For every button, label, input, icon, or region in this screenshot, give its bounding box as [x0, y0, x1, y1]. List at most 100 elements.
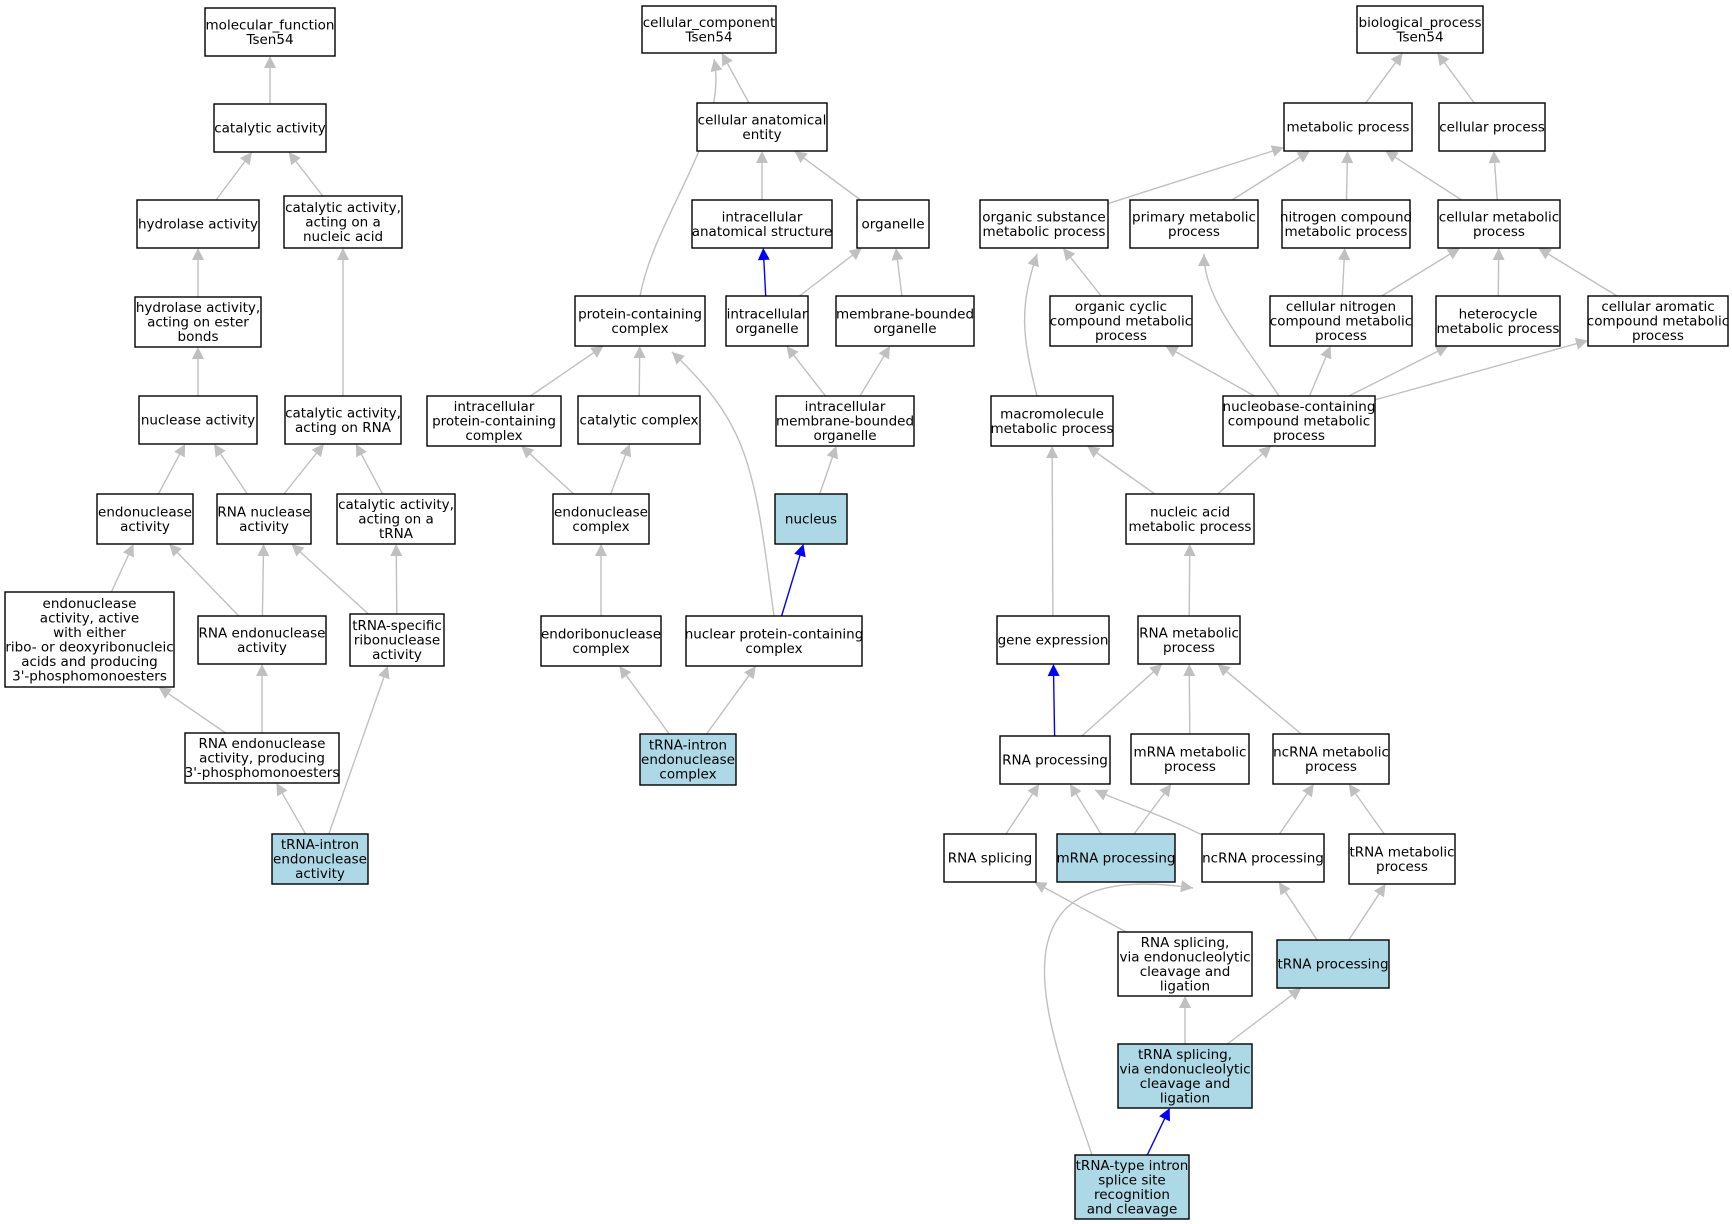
node-label: metabolic process: [1437, 321, 1560, 337]
edge-line: [1381, 253, 1451, 297]
node-label: molecular_function: [206, 17, 335, 33]
edge-line: [157, 453, 181, 495]
edge-arrowhead: [794, 544, 806, 558]
edge-line: [609, 454, 627, 495]
node-box: [990, 395, 1114, 447]
node-box: [577, 395, 701, 445]
node-label: acting on ester: [147, 315, 249, 331]
edge-line: [1394, 156, 1463, 201]
node-box: [641, 5, 777, 54]
edge-arrowhead: [1258, 446, 1272, 459]
edge-line: [1354, 792, 1385, 835]
node-box: [336, 493, 456, 545]
node-label: activity: [120, 519, 170, 535]
node-box: [943, 833, 1037, 883]
node-label: tRNA metabolic: [1349, 844, 1454, 860]
node-label: ncRNA metabolic: [1273, 744, 1389, 760]
edge-arrowhead: [1270, 145, 1284, 157]
node-box: [775, 395, 915, 447]
edge-arrowhead: [1087, 446, 1101, 458]
edge-arrowhead: [1063, 248, 1076, 262]
edge-line: [261, 554, 265, 617]
node-label: Tsen54: [245, 32, 293, 48]
edge-arrowhead: [1434, 346, 1449, 357]
edge-line: [625, 674, 670, 735]
node-label: primary metabolic: [1132, 209, 1256, 225]
node-label: catalytic activity,: [285, 405, 401, 421]
node-label: tRNA-specific: [352, 618, 442, 634]
node-box: [691, 199, 833, 249]
edge-line: [763, 258, 767, 297]
node-box: [1130, 733, 1250, 785]
edge-arrowhead: [1488, 151, 1501, 164]
node-label: ligation: [1160, 978, 1210, 994]
edge-arrowhead: [1198, 254, 1210, 266]
node-label: cellular process: [1439, 120, 1545, 136]
node-label: activity, active: [40, 610, 139, 626]
go-term-node: hydrolase activity: [136, 199, 260, 249]
node-label: catalytic activity,: [338, 497, 454, 513]
node-box: [639, 733, 737, 786]
edge-line: [1374, 342, 1578, 401]
node-box: [1117, 1043, 1253, 1109]
node-box: [835, 295, 975, 347]
node-label: membrane-bounded: [836, 306, 974, 322]
go-term-node: cellular process: [1438, 102, 1546, 152]
node-box: [725, 295, 809, 347]
node-label: protein-containing: [578, 306, 702, 322]
node-label: tRNA splicing,: [1138, 1047, 1232, 1063]
node-label: 3'-phosphomonoesters: [185, 765, 340, 781]
edge-line: [1443, 61, 1475, 104]
edge-line: [1052, 674, 1056, 737]
node-label: complex: [465, 428, 522, 444]
edge-arrowhead: [1046, 446, 1059, 459]
node-label: macromolecule: [1000, 406, 1104, 422]
node-label: and cleavage: [1087, 1201, 1178, 1217]
node-label: compound metabolic: [1587, 314, 1729, 330]
edge-line: [1348, 350, 1439, 397]
node-label: organelle: [813, 428, 876, 444]
edge-arrowhead: [756, 151, 768, 163]
edge-arrowhead: [1338, 248, 1351, 261]
node-label: process: [1095, 328, 1147, 344]
edge-line: [360, 453, 384, 495]
node-box: [696, 102, 828, 152]
node-box: [1283, 102, 1413, 152]
node-label: RNA splicing: [948, 851, 1032, 867]
node-label: nuclease activity: [141, 413, 255, 429]
node-label: intracellular: [454, 399, 535, 415]
node-label: ribonuclease: [354, 633, 440, 649]
node-label: organic substance: [982, 209, 1105, 225]
node-label: membrane-bounded: [776, 414, 914, 430]
edge-line: [1217, 452, 1264, 495]
node-label: heterocycle: [1459, 306, 1538, 322]
node-box: [271, 833, 369, 885]
edge-line: [1146, 1117, 1166, 1156]
edge-arrowhead: [256, 664, 268, 676]
node-label: nucleic acid: [303, 229, 383, 245]
edge-arrowhead: [710, 59, 723, 72]
edge-arrowhead: [1492, 248, 1505, 261]
node-label: process: [1473, 224, 1525, 240]
edge-arrowhead: [633, 346, 646, 359]
node-label: endonuclease: [273, 852, 367, 868]
node-label: activity: [295, 866, 345, 882]
node-box: [1348, 833, 1456, 885]
edge-line: [1308, 355, 1327, 397]
